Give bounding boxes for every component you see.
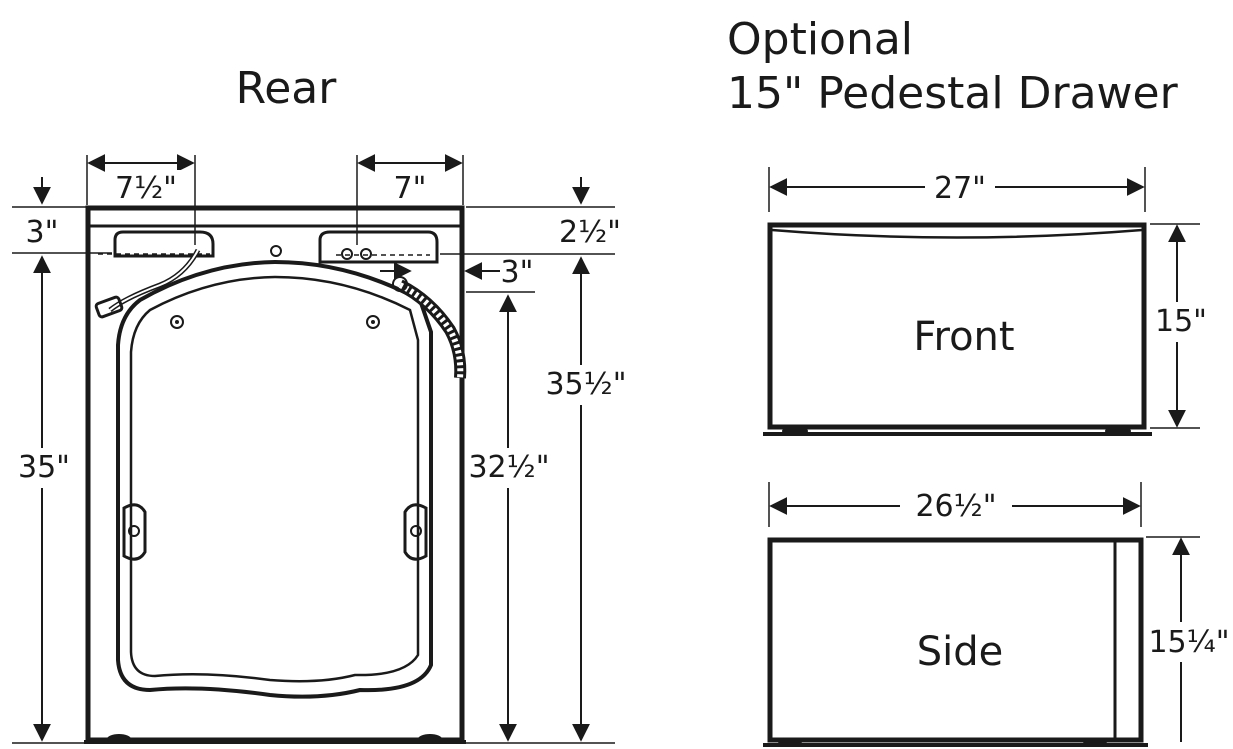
pedestal-title-line1: Optional <box>727 14 913 65</box>
rear-right-offset-label: 7" <box>394 171 427 206</box>
pedestal-front-drawing <box>763 222 1152 436</box>
rear-dimension-lines <box>12 154 615 744</box>
pedestal-title-line2: 15" Pedestal Drawer <box>727 68 1179 119</box>
rear-height-left-label: 35" <box>18 450 70 485</box>
rear-left-offset-label: 7½" <box>115 171 177 206</box>
front-width-label: 27" <box>934 171 986 206</box>
washer-rear-drawing <box>84 205 467 744</box>
side-label: Side <box>917 629 1004 675</box>
pedestal-side-drawing <box>763 537 1148 747</box>
pedestal-front-dimensions <box>768 167 1200 429</box>
front-label: Front <box>913 314 1014 360</box>
rear-top-left-label: 3" <box>26 215 59 250</box>
side-width-label: 26½" <box>915 489 996 524</box>
rear-title: Rear <box>236 63 338 114</box>
rear-side-offset-label: 3" <box>501 255 534 290</box>
rear-height-inner-label: 32½" <box>468 450 549 485</box>
rear-top-right-label: 2½" <box>559 215 621 250</box>
rear-height-right-label: 35½" <box>545 367 626 402</box>
front-height-label: 15" <box>1155 304 1207 339</box>
side-height-label: 15¼" <box>1148 625 1229 660</box>
